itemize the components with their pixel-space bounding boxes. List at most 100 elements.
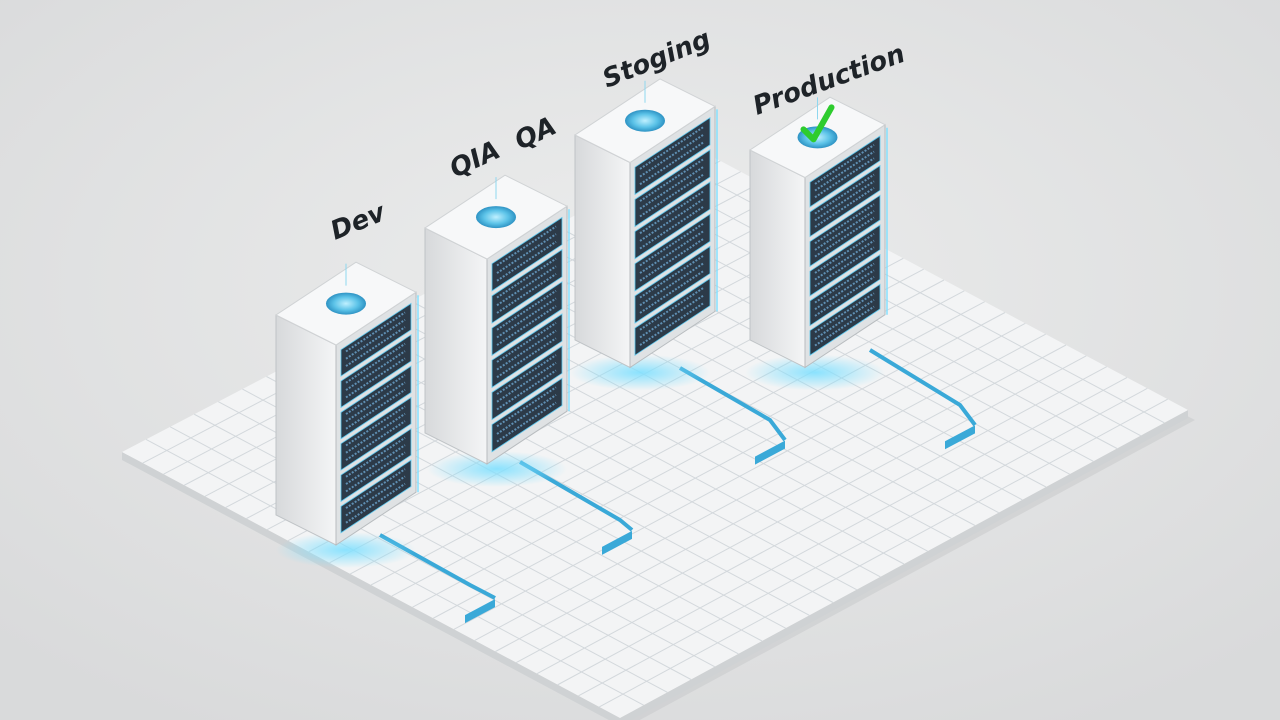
rack-vent [345, 311, 406, 353]
rack-vent [639, 205, 705, 250]
rack-vent [639, 157, 705, 202]
rack-vent [345, 357, 406, 399]
rack-vent [814, 150, 875, 192]
cable [518, 460, 634, 532]
rack-vent [639, 269, 705, 314]
rack-vent [496, 329, 557, 371]
rack-vent [814, 233, 875, 274]
rack-vent [639, 222, 705, 267]
rack-vent [496, 289, 557, 331]
cable-connector [465, 599, 495, 624]
rack-vent [345, 475, 406, 517]
rack-vent [639, 165, 705, 210]
rack-vent [814, 157, 875, 199]
rack-vent [496, 240, 557, 282]
rack-vent [496, 386, 557, 428]
rack-vent [496, 273, 557, 314]
rack-vent [345, 342, 406, 384]
grid-line [599, 398, 1168, 708]
base-glow [745, 354, 885, 391]
rack-vent [496, 257, 557, 299]
server-staging[interactable]: Stoging [570, 24, 718, 391]
blue-disc-icon [476, 206, 516, 229]
blue-disc-icon [625, 109, 665, 132]
rack-vent [496, 265, 557, 307]
rack-vent [345, 381, 406, 423]
rack-vent [814, 210, 875, 251]
rack-unit [634, 149, 711, 228]
rack-vent [639, 173, 705, 218]
rack-vent [496, 354, 557, 395]
rack-vent [639, 262, 705, 307]
rack-vent [345, 436, 406, 478]
rack-unit [634, 116, 711, 196]
cable [868, 348, 977, 427]
rack-vent [496, 369, 557, 411]
rack-vent [345, 374, 406, 415]
rack-vent [814, 262, 875, 304]
rack-unit [634, 277, 711, 356]
rack-vent [814, 292, 875, 334]
rack-vent [814, 173, 875, 215]
rack-vent [639, 190, 705, 235]
rack-vent [345, 318, 406, 360]
rack-vent [639, 254, 705, 299]
base-glow [427, 451, 567, 487]
rack-vent [814, 144, 875, 185]
cable-connector [602, 530, 632, 555]
rack-vent [639, 125, 705, 170]
rack-vent [345, 451, 406, 493]
rack-unit [634, 245, 711, 324]
rack-vent [496, 361, 557, 403]
rack-vent [496, 394, 557, 435]
rack-vent [496, 305, 557, 346]
rack-vent [345, 420, 406, 461]
server-side-panel [574, 134, 631, 369]
grid-line [578, 387, 1148, 697]
server-dev[interactable]: Dev [275, 197, 419, 568]
rack-vent [496, 233, 557, 274]
rack-vent [496, 337, 557, 379]
rack-vent [814, 299, 875, 340]
server-side-panel [749, 149, 806, 369]
base-glow [276, 532, 416, 568]
network-cables [379, 348, 977, 624]
rack-vent [639, 197, 705, 242]
rack-vent [496, 297, 557, 339]
rack-vent [814, 203, 875, 245]
server-side-panel [275, 314, 337, 546]
rack-vent [639, 237, 705, 282]
server-side-panel [424, 227, 488, 465]
rack-vent [814, 180, 875, 222]
rack-vent [496, 322, 557, 363]
rack-vent [345, 444, 406, 485]
rack-vent [639, 133, 705, 178]
rack-vent [814, 187, 875, 228]
rack-vent [345, 388, 406, 430]
rack-unit [634, 213, 711, 292]
rack-vent [814, 276, 875, 317]
rack-vent [345, 468, 406, 509]
green-checkmark-icon [800, 104, 835, 143]
rack-vent [345, 412, 406, 454]
rack-vent [345, 405, 406, 447]
rack-vent [639, 286, 705, 331]
rack-vent [496, 401, 557, 443]
rack-vent [496, 225, 557, 267]
rack-vent [639, 229, 705, 274]
cable [678, 366, 787, 442]
rack-vent [814, 239, 875, 281]
base-glow [570, 354, 710, 391]
rack-vent [814, 305, 875, 347]
rack-vent [814, 216, 875, 258]
blue-disc-icon [326, 292, 366, 315]
rack-vent [639, 141, 705, 186]
rack-vent [345, 326, 406, 367]
rack-vent [345, 482, 406, 524]
rack-vent [639, 301, 705, 346]
rack-unit [634, 181, 711, 260]
cable-connector [755, 440, 785, 465]
rack-vent [639, 294, 705, 339]
